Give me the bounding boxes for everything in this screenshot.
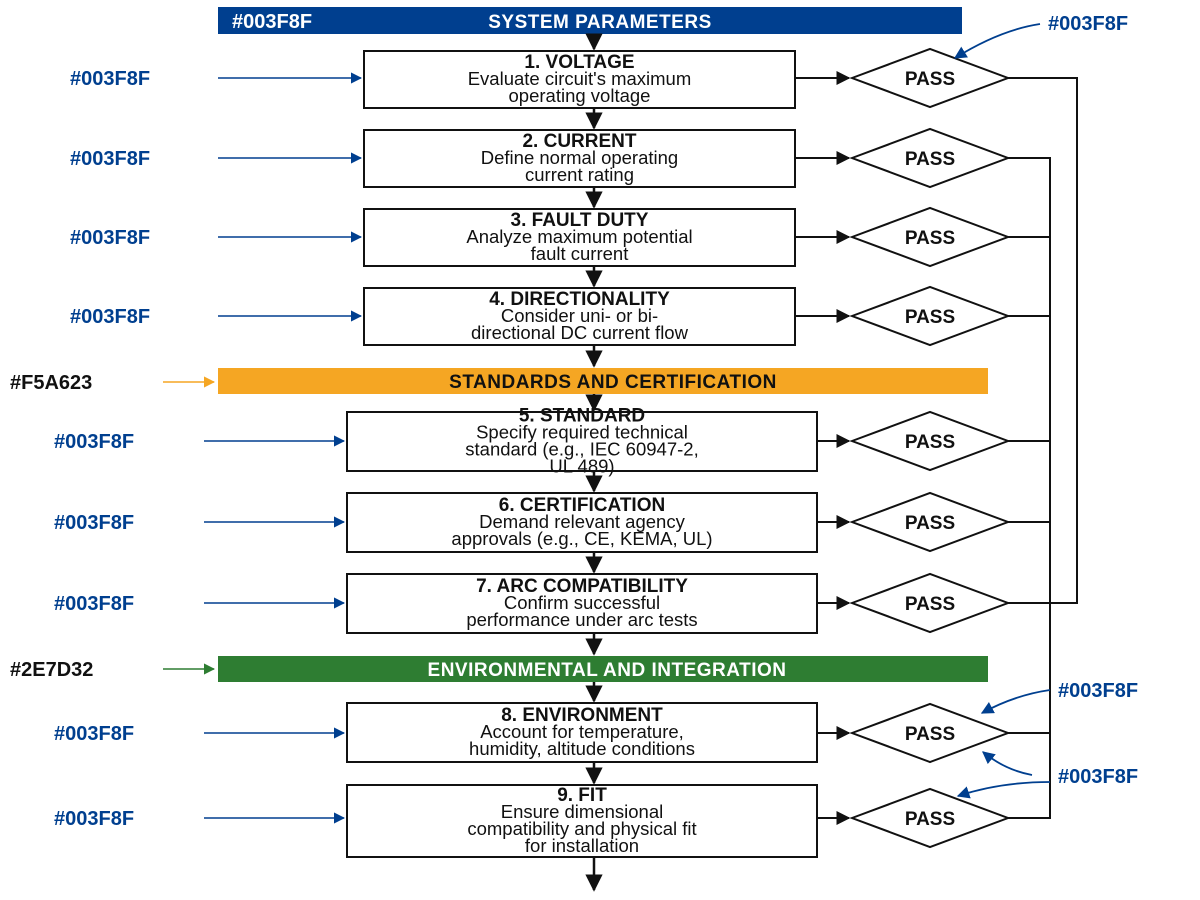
- step-description-line: Ensure dimensional: [501, 801, 663, 822]
- step-description-line: performance under arc tests: [466, 609, 697, 630]
- step-description-line: approvals (e.g., CE, KEMA, UL): [451, 528, 712, 549]
- step-description-line: for installation: [525, 835, 639, 856]
- decision-label: PASS: [905, 594, 955, 615]
- decision-label: PASS: [905, 724, 955, 745]
- callout-top: #003F8F: [953, 13, 1128, 59]
- decision-label: PASS: [905, 513, 955, 534]
- section-bar-standards: [218, 368, 988, 394]
- decision-label: PASS: [905, 228, 955, 249]
- step-title: 5. STANDARD: [519, 406, 645, 427]
- step-title: 4. DIRECTIONALITY: [489, 289, 670, 310]
- section-header-standards: #F5A623 STANDARDS AND CERTIFICATION: [10, 368, 988, 394]
- decision-label: PASS: [905, 149, 955, 170]
- section-title-standards: STANDARDS AND CERTIFICATION: [449, 372, 777, 393]
- step-box: [363, 208, 796, 267]
- step-description-line: operating voltage: [509, 85, 651, 106]
- step-box: [346, 784, 818, 858]
- step-code-label: #003F8F: [70, 68, 150, 90]
- step-description-line: fault current: [531, 243, 629, 264]
- section-code-standards: #F5A623: [10, 372, 92, 394]
- section-title-system: SYSTEM PARAMETERS: [488, 12, 712, 33]
- step-title: 9. FIT: [557, 785, 607, 806]
- return-lines: [1008, 77, 1078, 819]
- step-title: 3. FAULT DUTY: [511, 210, 649, 231]
- callout-label-env: #003F8F: [1058, 680, 1138, 702]
- section-code-system: #003F8F: [232, 11, 312, 33]
- decision-label: PASS: [905, 432, 955, 453]
- step-code-label: #003F8F: [70, 227, 150, 249]
- callout-arrow-env: [980, 689, 1051, 714]
- callout-label-top: #003F8F: [1048, 13, 1128, 35]
- step-code-label: #003F8F: [54, 512, 134, 534]
- step-box: [363, 287, 796, 346]
- step-code-label: #003F8F: [70, 306, 150, 328]
- step-description-line: Consider uni- or bi-: [501, 305, 658, 326]
- step-box: [346, 702, 818, 763]
- section-bar-environmental: [218, 656, 988, 682]
- step-box: [346, 492, 818, 553]
- step-code-label: #003F8F: [54, 808, 134, 830]
- decision-label: PASS: [905, 69, 955, 90]
- step-description-line: humidity, altitude conditions: [469, 738, 695, 759]
- callout-arrow-fit: [956, 781, 1051, 799]
- step-code-label: #003F8F: [54, 723, 134, 745]
- step-description-line: Define normal operating: [481, 147, 678, 168]
- step-description-line: Demand relevant agency: [479, 511, 685, 532]
- step-description-line: compatibility and physical fit: [467, 818, 696, 839]
- step-box: [363, 50, 796, 109]
- decision-label: PASS: [905, 307, 955, 328]
- step-description-line: directional DC current flow: [471, 322, 689, 343]
- callout-env: #003F8F: [980, 680, 1138, 714]
- step-description-line: UL 489): [549, 456, 614, 477]
- callout-fit: #003F8F: [956, 751, 1138, 799]
- section-header-environmental: #2E7D32 ENVIRONMENTAL AND INTEGRATION: [10, 656, 988, 682]
- step-title: 6. CERTIFICATION: [499, 495, 665, 516]
- step-title: 8. ENVIRONMENT: [501, 705, 663, 726]
- step-description-line: current rating: [525, 164, 634, 185]
- return-line-outer: [1008, 77, 1078, 604]
- step-title: 7. ARC COMPATIBILITY: [476, 576, 688, 597]
- step-description-line: Evaluate circuit's maximum: [468, 68, 692, 89]
- step-description-line: Account for temperature,: [480, 721, 684, 742]
- return-line-inner: [1008, 157, 1051, 819]
- section-code-environmental: #2E7D32: [10, 659, 93, 681]
- section-header-system: #003F8F SYSTEM PARAMETERS: [218, 7, 962, 34]
- callout-label-fit: #003F8F: [1058, 766, 1138, 788]
- callout-arrow-top: [953, 23, 1041, 59]
- step-title: 2. CURRENT: [522, 131, 636, 152]
- step-box: [363, 129, 796, 188]
- step-code-label: #003F8F: [54, 593, 134, 615]
- callout-arrow-env-2: [982, 751, 1033, 776]
- step-description-line: standard (e.g., IEC 60947-2,: [465, 439, 698, 460]
- step-code-label: #003F8F: [70, 148, 150, 170]
- section-title-environmental: ENVIRONMENTAL AND INTEGRATION: [428, 660, 787, 681]
- step-description-line: Confirm successful: [504, 592, 660, 613]
- section-bar-system: [218, 7, 962, 34]
- step-description-line: Specify required technical: [476, 422, 688, 443]
- decision-label: PASS: [905, 809, 955, 830]
- step-description-line: Analyze maximum potential: [466, 226, 692, 247]
- step-code-label: #003F8F: [54, 431, 134, 453]
- step-box: [346, 573, 818, 634]
- step-title: 1. VOLTAGE: [524, 52, 634, 73]
